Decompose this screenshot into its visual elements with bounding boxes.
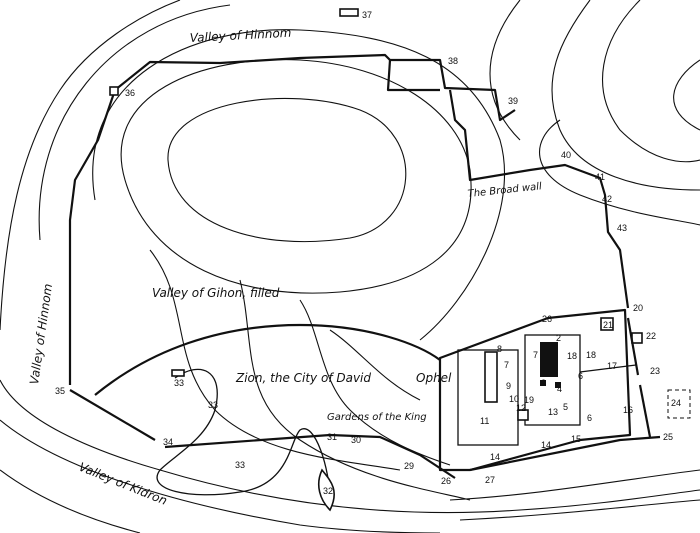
site-number: 37 xyxy=(362,10,372,20)
site-number: 25 xyxy=(663,432,673,442)
label-valley-hinnom-top: Valley of Hinnom xyxy=(189,26,291,45)
site-number: 26 xyxy=(441,476,451,486)
label-valley-kidron: Valley of Kidron xyxy=(77,460,169,508)
site-number: 13 xyxy=(548,407,558,417)
temple-complex xyxy=(438,308,691,472)
site-number: 7 xyxy=(533,350,538,360)
site-number: 3 xyxy=(541,378,546,388)
site-number: 32 xyxy=(323,486,333,496)
site-number: 36 xyxy=(125,88,135,98)
site-number: 39 xyxy=(508,96,518,106)
site-number: 16 xyxy=(623,405,633,415)
site-number: 14 xyxy=(541,440,551,450)
site-number: 34 xyxy=(163,437,173,447)
site-number: 2 xyxy=(556,333,561,343)
site-number: 27 xyxy=(485,475,495,485)
label-valley-gihon: Valley of Gihon, filled xyxy=(152,286,280,300)
site-number: 7 xyxy=(504,360,509,370)
site-number: 33 xyxy=(174,378,184,388)
site-number: 22 xyxy=(646,331,656,341)
site-number: 23 xyxy=(650,366,660,376)
site-number: 9 xyxy=(506,381,511,391)
site-number: 6 xyxy=(578,371,583,381)
site-number: 38 xyxy=(448,56,458,66)
site-numbers: 37 38 36 39 40 41 42 43 20 22 23 24 25 2… xyxy=(55,10,681,496)
site-number: 43 xyxy=(617,223,627,233)
site-number: 18 xyxy=(567,351,577,361)
site-number: 18 xyxy=(586,350,596,360)
site-number: 21 xyxy=(603,320,613,330)
site-number: 12 xyxy=(516,403,526,413)
site-number: 4 xyxy=(557,384,562,394)
site-number: 29 xyxy=(404,461,414,471)
site-number: 6 xyxy=(587,413,592,423)
site-number: 5 xyxy=(563,402,568,412)
site-number: 8 xyxy=(497,344,502,354)
site-number: 19 xyxy=(524,395,534,405)
site-number: 40 xyxy=(561,150,571,160)
label-valley-hinnom-left: Valley of Hinnom xyxy=(27,283,55,386)
site-number: 31 xyxy=(327,432,337,442)
site-number: 33 xyxy=(208,400,218,410)
label-gardens: Gardens of the King xyxy=(327,412,427,423)
site-number: 35 xyxy=(55,386,65,396)
site-number: 24 xyxy=(671,398,681,408)
site-number: 14 xyxy=(490,452,500,462)
site-number: 11 xyxy=(480,416,489,426)
label-zion: Zion, the City of David xyxy=(235,371,371,385)
site-number: 33 xyxy=(235,460,245,470)
site-number: 26 xyxy=(542,314,552,324)
site-number: 15 xyxy=(571,434,581,444)
site-number: 10 xyxy=(509,394,519,404)
label-ophel: Ophel xyxy=(416,371,452,385)
city-walls xyxy=(68,8,630,512)
site-number: 41 xyxy=(595,172,605,182)
site-number: 17 xyxy=(607,361,617,371)
site-number: 30 xyxy=(351,435,361,445)
site-number: 20 xyxy=(633,303,643,313)
label-broad-wall: The Broad wall xyxy=(467,181,542,200)
site-number: 42 xyxy=(602,194,612,204)
